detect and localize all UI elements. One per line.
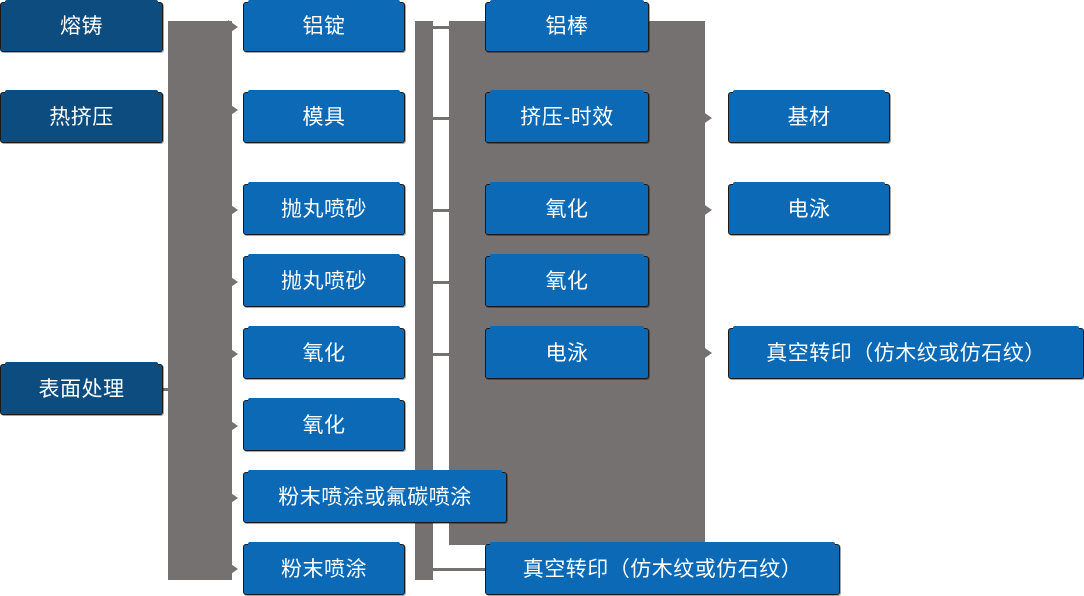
box-label: 氧化 — [545, 197, 589, 221]
output-box-vacuum-transfer-print[interactable]: 真空转印（仿木纹或仿石纹） — [728, 326, 1084, 379]
process-box-extrusion-aging[interactable]: 挤压-时效 — [485, 90, 649, 143]
arrow-to-input-3 — [228, 203, 238, 217]
input-box-shot-blasting-2[interactable]: 抛丸喷砂 — [243, 254, 405, 307]
tick-connector-5 — [430, 353, 452, 356]
process-box-electrophoresis[interactable]: 电泳 — [485, 326, 649, 379]
arrow-to-input-6 — [228, 419, 238, 433]
box-cap — [733, 326, 1079, 329]
box-label: 抛丸喷砂 — [281, 197, 367, 221]
tick-connector-6 — [430, 568, 490, 571]
box-label: 抛丸喷砂 — [281, 269, 367, 293]
box-label: 真空转印（仿木纹或仿石纹） — [522, 557, 803, 581]
arrow-to-output-1 — [702, 111, 712, 125]
box-cap — [248, 182, 400, 185]
input-box-oxidation-1[interactable]: 氧化 — [243, 326, 405, 379]
box-label: 电泳 — [545, 341, 589, 365]
box-cap — [248, 0, 400, 3]
box-label: 模具 — [302, 105, 346, 129]
box-cap — [733, 90, 885, 93]
process-box-vacuum-transfer-print[interactable]: 真空转印（仿木纹或仿石纹） — [485, 542, 840, 595]
connector-band-stages-to-inputs — [168, 21, 232, 580]
box-label: 铝棒 — [545, 15, 589, 39]
box-cap — [490, 326, 644, 329]
process-box-oxidation-2[interactable]: 氧化 — [485, 254, 649, 307]
box-label: 真空转印（仿木纹或仿石纹） — [766, 341, 1046, 365]
box-cap — [248, 254, 400, 257]
tick-connector-3 — [430, 209, 452, 212]
box-cap — [248, 90, 400, 93]
arrow-to-output-3 — [702, 346, 712, 360]
box-cap — [248, 326, 400, 329]
box-cap — [733, 182, 885, 185]
box-label: 热挤压 — [49, 105, 114, 129]
connector-band-inputs-spine — [415, 21, 433, 580]
box-cap — [248, 398, 400, 401]
stage-box-surface-treatment[interactable]: 表面处理 — [0, 362, 163, 415]
box-label: 粉末喷涂 — [281, 557, 367, 581]
tick-connector-1 — [430, 26, 452, 29]
stage-box-melting[interactable]: 熔铸 — [0, 0, 163, 52]
input-box-powder-or-fluorocarbon-coating[interactable]: 粉末喷涂或氟碳喷涂 — [243, 470, 507, 523]
box-label: 氧化 — [302, 341, 346, 365]
arrow-to-input-5 — [228, 347, 238, 361]
box-cap — [248, 470, 502, 473]
process-box-oxidation-1[interactable]: 氧化 — [485, 182, 649, 235]
box-label: 粉末喷涂或氟碳喷涂 — [278, 485, 472, 509]
connector-surface-elbow — [163, 388, 179, 391]
arrow-to-input-2 — [228, 103, 238, 117]
box-label: 表面处理 — [38, 377, 125, 401]
box-cap — [5, 0, 158, 3]
box-label: 熔铸 — [60, 15, 103, 39]
output-box-electrophoresis[interactable]: 电泳 — [728, 182, 890, 235]
input-box-oxidation-2[interactable]: 氧化 — [243, 398, 405, 451]
box-label: 铝锭 — [302, 15, 346, 39]
box-label: 电泳 — [787, 197, 831, 221]
process-box-aluminum-bar[interactable]: 铝棒 — [485, 0, 649, 52]
input-box-aluminum-ingot[interactable]: 铝锭 — [243, 0, 405, 52]
input-box-powder-coating[interactable]: 粉末喷涂 — [243, 542, 405, 595]
box-label: 挤压-时效 — [520, 105, 614, 129]
box-cap — [490, 542, 835, 545]
box-cap — [248, 542, 400, 545]
tick-connector-2 — [430, 117, 452, 120]
arrow-to-input-7 — [228, 491, 238, 505]
box-label: 氧化 — [545, 269, 589, 293]
arrow-to-input-4 — [228, 275, 238, 289]
arrow-to-input-8 — [228, 562, 238, 576]
input-box-mold[interactable]: 模具 — [243, 90, 405, 143]
box-cap — [490, 182, 644, 185]
box-label: 基材 — [787, 105, 831, 129]
box-cap — [490, 0, 644, 3]
box-cap — [5, 362, 158, 365]
stage-box-hot-extrusion[interactable]: 热挤压 — [0, 90, 163, 143]
arrow-to-output-2 — [702, 203, 712, 217]
box-cap — [5, 90, 158, 93]
box-cap — [490, 254, 644, 257]
tick-connector-4 — [430, 281, 452, 284]
input-box-shot-blasting-1[interactable]: 抛丸喷砂 — [243, 182, 405, 235]
box-cap — [490, 90, 644, 93]
box-label: 氧化 — [302, 413, 346, 437]
output-box-substrate[interactable]: 基材 — [728, 90, 890, 143]
arrow-to-input-1 — [228, 20, 238, 34]
